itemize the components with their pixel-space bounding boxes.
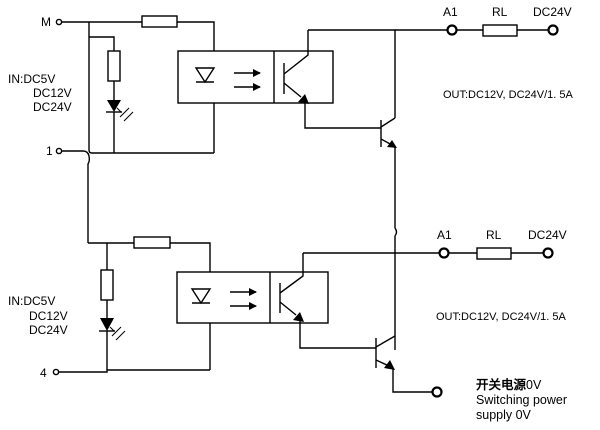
input-2-24v: DC24V [29, 323, 68, 337]
relay-load-top [482, 24, 518, 37]
terminal-m-label: M [41, 15, 51, 29]
rl-top-label: RL [492, 5, 508, 19]
input-1-12v: DC12V [33, 86, 72, 100]
supply-caption-cn: 开关电源0V [476, 377, 542, 392]
a1-mid-label: A1 [437, 228, 452, 242]
input-2-12v: DC12V [29, 309, 68, 323]
zener-diode-2 [100, 318, 114, 331]
input-resistor-1 [141, 15, 178, 28]
optocoupler-1 [177, 30, 381, 129]
dc24v-top-label: DC24V [533, 5, 572, 19]
a1-top-label: A1 [443, 5, 458, 19]
zener-emission-lines-1 [119, 107, 134, 122]
terminal-dc24v-top[interactable] [547, 24, 559, 36]
channel-1: M 1 [8, 5, 573, 350]
relay-load-mid [476, 247, 512, 260]
channel-2: 4 A1 RL [8, 228, 567, 422]
output-transistor-1 [380, 117, 398, 350]
terminal-4-label: 4 [40, 366, 47, 380]
terminal-supply-0v[interactable] [431, 386, 443, 398]
optocoupler-2 [176, 253, 376, 349]
terminal-m [55, 18, 63, 26]
input-1-label: IN:DC5V [8, 72, 55, 86]
terminal-a1-mid[interactable] [438, 247, 450, 259]
terminal-dc24v-mid[interactable] [542, 247, 554, 259]
emitter-arrow-icon [387, 140, 397, 148]
emitter-arrow-icon [384, 360, 395, 370]
terminal-1-label: 1 [46, 144, 53, 158]
input-resistor-2 [133, 236, 171, 249]
series-resistor-2 [100, 269, 114, 301]
output-spec-1: OUT:DC12V, DC24V/1. 5A [443, 89, 573, 101]
supply-caption-en-2: supply 0V [476, 408, 532, 422]
output-spec-2: OUT:DC12V, DC24V/1. 5A [436, 311, 566, 323]
input-1-24v: DC24V [33, 100, 72, 114]
input-2-label: IN:DC5V [8, 294, 55, 308]
zener-emission-lines-2 [111, 326, 126, 341]
terminal-4 [52, 368, 60, 376]
led-icon [194, 67, 216, 84]
terminal-1 [55, 147, 63, 155]
supply-caption-en-1: Switching power [476, 393, 567, 407]
zener-diode-1 [107, 100, 121, 112]
dc24v-mid-label: DC24V [528, 228, 567, 242]
led-icon [190, 288, 212, 305]
rl-mid-label: RL [486, 228, 502, 242]
series-resistor-1 [107, 50, 121, 82]
terminal-a1-top[interactable] [446, 24, 458, 36]
output-transistor-2 [375, 335, 432, 393]
